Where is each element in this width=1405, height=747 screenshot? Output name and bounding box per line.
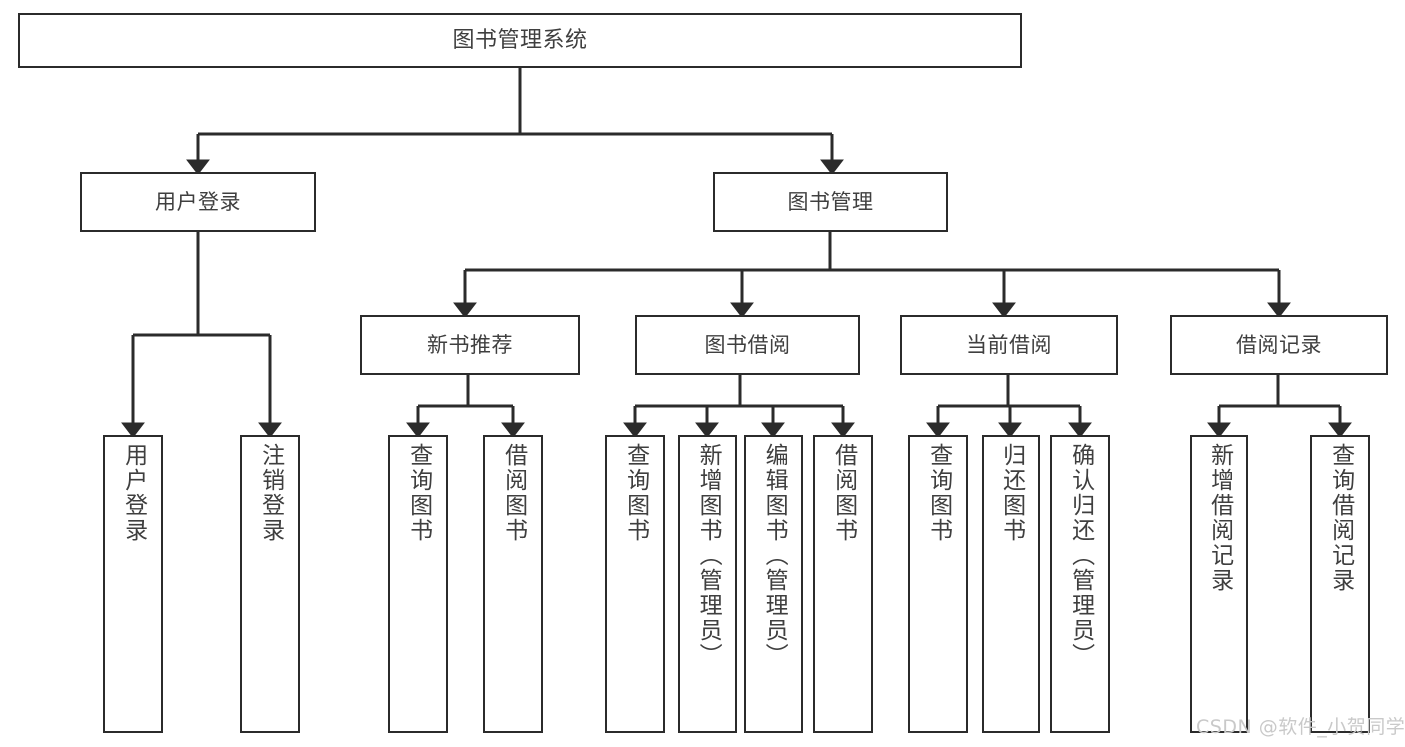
node-borrow-record[interactable]: 借阅记录 xyxy=(1170,315,1388,375)
node-label: 图书管理系统 xyxy=(452,27,588,53)
node-label: 借阅图书 xyxy=(500,443,527,543)
leaf-borrow-book[interactable]: 借阅图书 xyxy=(813,435,873,733)
node-book-borrow[interactable]: 图书借阅 xyxy=(635,315,860,375)
node-label: 用户登录 xyxy=(155,189,241,214)
leaf-return-book[interactable]: 归还图书 xyxy=(982,435,1040,733)
node-label: 查询图书 xyxy=(925,443,952,543)
leaf-query-book-current[interactable]: 查询图书 xyxy=(908,435,968,733)
node-label: 新增图书（管理员） xyxy=(695,443,722,668)
leaf-user-login[interactable]: 用户登录 xyxy=(103,435,163,733)
node-label: 编辑图书（管理员） xyxy=(761,443,788,668)
leaf-edit-book-admin[interactable]: 编辑图书（管理员） xyxy=(744,435,803,733)
node-label: 查询图书 xyxy=(405,443,432,543)
node-label: 确认归还（管理员） xyxy=(1067,443,1094,668)
leaf-add-borrow-record[interactable]: 新增借阅记录 xyxy=(1190,435,1248,733)
node-user-login[interactable]: 用户登录 xyxy=(80,172,316,232)
node-new-book-recommend[interactable]: 新书推荐 xyxy=(360,315,580,375)
watermark: CSDN @软件_小贺同学 xyxy=(1196,716,1405,738)
leaf-confirm-return-admin[interactable]: 确认归还（管理员） xyxy=(1050,435,1110,733)
leaf-logout[interactable]: 注销登录 xyxy=(240,435,300,733)
node-label: 图书借阅 xyxy=(704,332,791,357)
node-label: 查询借阅记录 xyxy=(1327,443,1354,593)
leaf-borrow-book-recommend[interactable]: 借阅图书 xyxy=(483,435,543,733)
node-label: 查询图书 xyxy=(622,443,649,543)
leaf-query-book-recommend[interactable]: 查询图书 xyxy=(388,435,448,733)
leaf-query-borrow-record[interactable]: 查询借阅记录 xyxy=(1310,435,1370,733)
node-label: 图书管理 xyxy=(787,189,874,214)
node-book-management-system[interactable]: 图书管理系统 xyxy=(18,13,1022,68)
leaf-add-book-admin[interactable]: 新增图书（管理员） xyxy=(678,435,737,733)
node-current-borrow[interactable]: 当前借阅 xyxy=(900,315,1118,375)
node-label: 注销登录 xyxy=(257,443,284,543)
node-label: 借阅记录 xyxy=(1236,332,1322,357)
node-label: 用户登录 xyxy=(120,443,147,543)
node-label: 新书推荐 xyxy=(427,332,513,357)
leaf-query-book-borrow[interactable]: 查询图书 xyxy=(605,435,665,733)
node-book-management[interactable]: 图书管理 xyxy=(713,172,948,232)
node-label: 新增借阅记录 xyxy=(1206,443,1233,593)
node-label: 借阅图书 xyxy=(830,443,857,543)
node-label: 当前借阅 xyxy=(966,332,1052,357)
node-label: 归还图书 xyxy=(998,443,1025,543)
